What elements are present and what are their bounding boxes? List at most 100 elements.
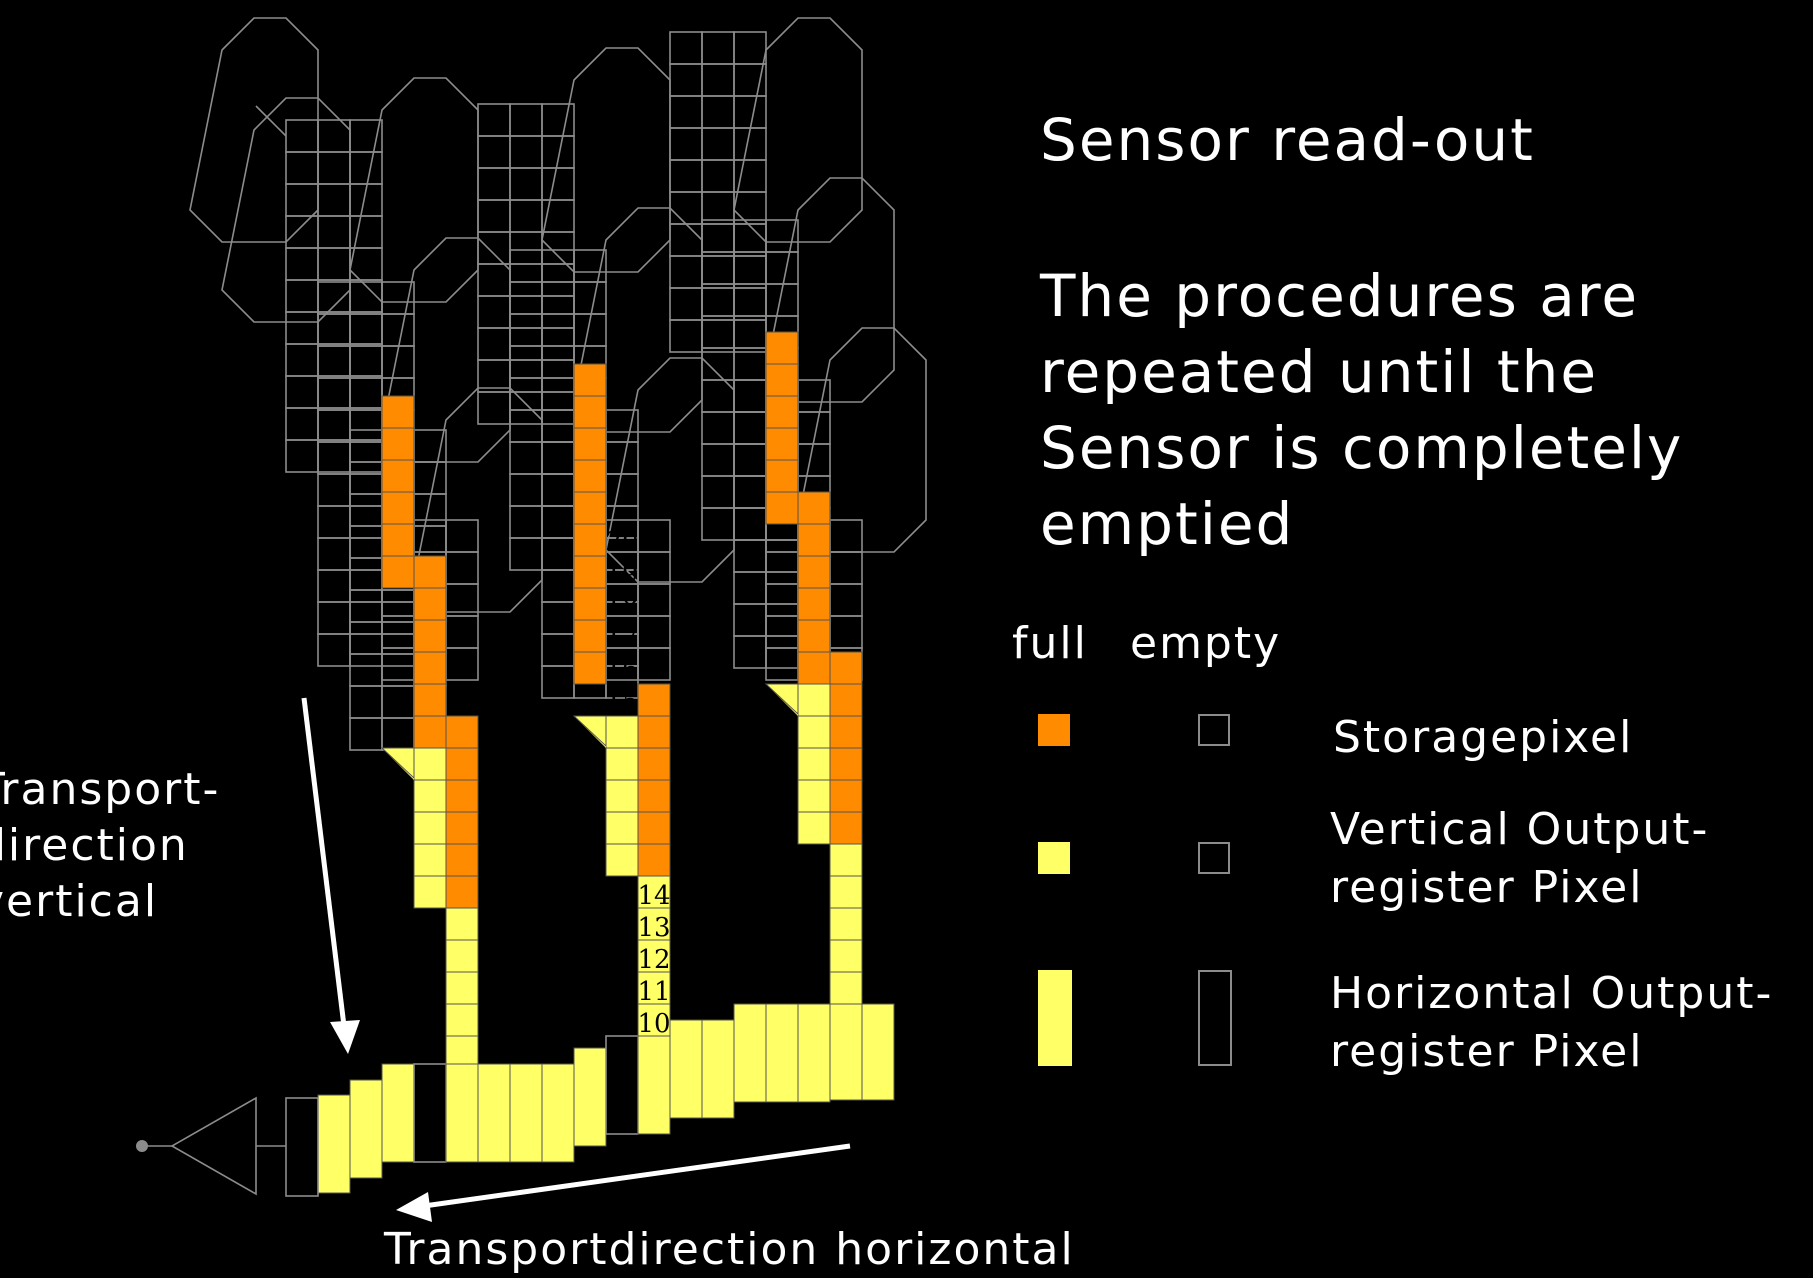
storage-pixel (381, 685, 415, 719)
storage-pixel-full (573, 363, 607, 397)
storage-pixel (733, 411, 767, 445)
storage-pixel (701, 127, 735, 161)
storage-pixel-full (573, 555, 607, 589)
pixel-number: 12 (637, 945, 670, 975)
horizontal-register-pixel-full (349, 1079, 383, 1179)
storage-pixel (541, 409, 575, 443)
storage-pixel (701, 443, 735, 477)
storage-pixel (349, 375, 383, 409)
pixel-number: 20 (605, 527, 638, 557)
storage-pixel (445, 647, 479, 681)
storage-pixel (381, 313, 415, 347)
legend-label-vertical-register: Vertical Output- (1330, 804, 1710, 855)
legend-label-storagepixel: Storagepixel (1333, 712, 1634, 763)
storage-pixel (317, 569, 351, 603)
horizontal-direction-arrow (423, 1143, 851, 1209)
filled-pixels (285, 331, 895, 1197)
storage-pixel (541, 441, 575, 475)
vertical-register-pixel-full (445, 1003, 479, 1037)
storage-pixel (349, 537, 383, 571)
legend-label-horizontal-register: register Pixel (1330, 1026, 1644, 1077)
storage-pixel (349, 653, 383, 687)
pixel-number: 18 (605, 591, 638, 621)
storage-pixel-full (413, 715, 447, 749)
description-line: repeated until the (1040, 338, 1599, 406)
storage-pixel (317, 343, 351, 377)
legend-empty-header: empty (1130, 618, 1282, 669)
storage-pixel-full (381, 491, 415, 525)
storage-pixel (349, 409, 383, 443)
storage-pixel (317, 633, 351, 667)
storage-pixel-full (829, 715, 863, 749)
storage-pixel (381, 601, 415, 635)
storage-pixel (733, 507, 767, 541)
vertical-direction-label: Transport- (0, 764, 221, 815)
storage-pixel-full (445, 715, 479, 749)
storage-pixel (381, 647, 415, 681)
register-funnel (380, 747, 415, 780)
storage-pixel (349, 439, 383, 473)
storage-pixel-full (765, 395, 799, 429)
output-amplifier (136, 1096, 286, 1196)
storage-pixel (381, 583, 415, 617)
storage-pixel (733, 475, 767, 509)
storage-pixel (285, 279, 319, 313)
storage-pixel (669, 63, 703, 97)
storage-pixel (285, 183, 319, 217)
hexagonal-pixel (541, 47, 671, 273)
vertical-register-pixel-full (413, 811, 447, 845)
storage-pixel (829, 583, 863, 617)
storage-pixel-full (829, 747, 863, 781)
storage-pixel (445, 615, 479, 649)
storage-pixel (541, 313, 575, 347)
storage-pixel (541, 473, 575, 507)
legend-label-horizontal-register: Horizontal Output- (1330, 968, 1774, 1019)
storage-pixel (765, 615, 799, 649)
storage-pixel (413, 461, 447, 495)
storage-pixel (541, 167, 575, 201)
pixel-number: 15 (605, 687, 638, 717)
storage-pixel-full (445, 779, 479, 813)
storage-pixel (733, 507, 767, 541)
storage-pixel (317, 183, 351, 217)
storage-pixel (765, 635, 799, 669)
storage-pixel (349, 589, 383, 623)
storage-pixel (477, 167, 511, 201)
storage-pixel (669, 159, 703, 193)
storage-pixel (669, 31, 703, 65)
storage-pixel (701, 31, 735, 65)
pixel-number: 13 (637, 913, 670, 943)
storage-pixel (317, 281, 351, 315)
storage-pixel-full (797, 491, 831, 525)
horizontal-register-pixel-full (477, 1063, 511, 1163)
horizontal-register-pixel-full (381, 1063, 415, 1163)
horizontal-register-pixel-full (701, 1019, 735, 1119)
storage-pixel (541, 505, 575, 539)
storage-pixel (349, 345, 383, 379)
vertical-register-pixel-full (605, 747, 639, 781)
storage-pixel (733, 571, 767, 605)
storage-pixel (701, 191, 735, 225)
storage-pixel (541, 537, 575, 571)
horizontal-register-full-swatch (1038, 970, 1072, 1066)
storage-pixel (349, 633, 383, 667)
storage-pixel (509, 167, 543, 201)
storage-pixel (541, 281, 575, 315)
direction-arrows (301, 697, 851, 1222)
storage-pixel (509, 295, 543, 329)
storage-pixel (285, 247, 319, 281)
horizontal-register-pixel-empty (285, 1097, 319, 1197)
vertical-register-pixel-full (605, 715, 639, 749)
storage-pixel (509, 327, 543, 361)
storage-pixel (669, 223, 703, 257)
vertical-register-pixel-full (413, 875, 447, 909)
horizontal-register-pixel-full (541, 1063, 575, 1163)
storage-pixel (765, 583, 799, 617)
storage-pixel-full (573, 587, 607, 621)
storage-pixel-full (637, 683, 671, 717)
storage-pixel (317, 215, 351, 249)
storage-pixel (541, 345, 575, 379)
storage-pixel (541, 601, 575, 635)
storage-pixel-full (445, 747, 479, 781)
